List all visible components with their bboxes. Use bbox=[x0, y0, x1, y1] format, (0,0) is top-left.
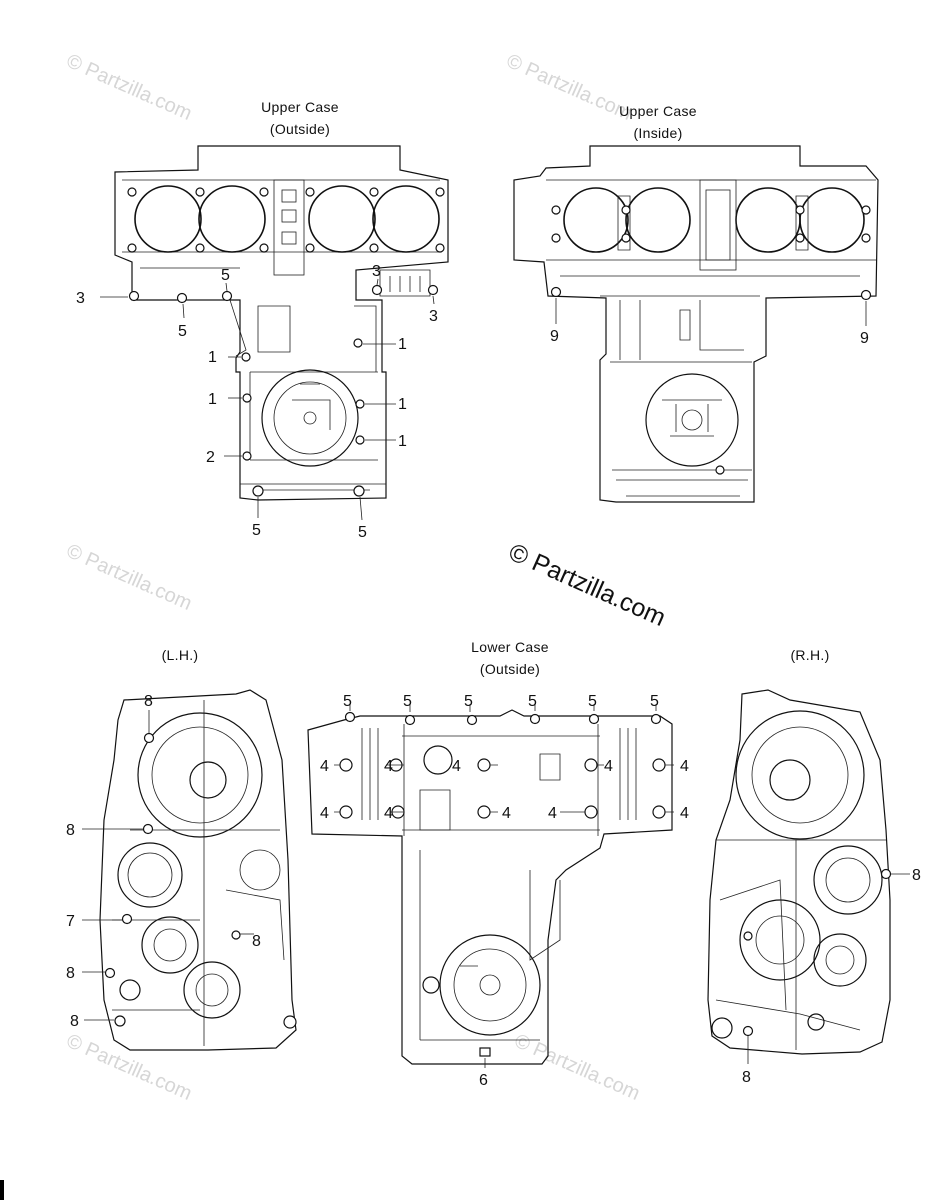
caption-lh: (L.H.) bbox=[130, 644, 230, 666]
callout-4: 4 bbox=[452, 758, 461, 775]
caption-line-2: (Inside) bbox=[633, 125, 683, 141]
caption-line-1: Upper Case bbox=[261, 99, 339, 115]
callout-3: 3 bbox=[429, 308, 438, 325]
callout-3: 3 bbox=[76, 290, 85, 307]
callout-8: 8 bbox=[742, 1069, 751, 1086]
caption-rh: (R.H.) bbox=[760, 644, 860, 666]
callout-5: 5 bbox=[252, 522, 261, 539]
callout-4: 4 bbox=[548, 805, 557, 822]
callout-5: 5 bbox=[464, 693, 473, 710]
callout-8: 8 bbox=[66, 822, 75, 839]
caption-upper-case-inside: Upper Case (Inside) bbox=[588, 100, 728, 144]
callout-4: 4 bbox=[320, 805, 329, 822]
caption-line-1: Lower Case bbox=[471, 639, 549, 655]
callout-1: 1 bbox=[208, 391, 217, 408]
callout-4: 4 bbox=[680, 758, 689, 775]
caption-upper-case-outside: Upper Case (Outside) bbox=[230, 96, 370, 140]
caption-line-2: (Outside) bbox=[479, 661, 541, 677]
callout-5: 5 bbox=[650, 693, 659, 710]
callout-8: 8 bbox=[66, 965, 75, 982]
callout-4: 4 bbox=[384, 758, 393, 775]
caption-line-1: (L.H.) bbox=[161, 647, 199, 663]
caption-line-1: Upper Case bbox=[619, 103, 697, 119]
callout-1: 1 bbox=[398, 433, 407, 450]
caption-line-1: (R.H.) bbox=[790, 647, 830, 663]
callout-2: 2 bbox=[206, 449, 215, 466]
page-edge-mark bbox=[0, 1180, 4, 1200]
callout-8: 8 bbox=[70, 1013, 79, 1030]
lh-case-drawing: 8 8 7 8 8 8 bbox=[66, 689, 297, 1051]
callout-1: 1 bbox=[398, 396, 407, 413]
callout-8: 8 bbox=[144, 693, 153, 710]
callout-9: 9 bbox=[550, 328, 559, 345]
callout-4: 4 bbox=[320, 758, 329, 775]
callout-8: 8 bbox=[912, 867, 921, 884]
callout-7: 7 bbox=[66, 913, 75, 930]
callout-9: 9 bbox=[860, 330, 869, 347]
callout-3: 3 bbox=[372, 263, 381, 280]
upper-case-outside-drawing: 3 5 3 3 5 1 1 1 1 1 2 5 5 bbox=[76, 145, 449, 541]
callout-1: 1 bbox=[208, 349, 217, 366]
callout-5: 5 bbox=[403, 693, 412, 710]
callout-6: 6 bbox=[479, 1072, 488, 1089]
callout-5: 5 bbox=[343, 693, 352, 710]
callout-4: 4 bbox=[680, 805, 689, 822]
upper-case-inside-drawing: 9 9 bbox=[513, 145, 879, 503]
callout-1: 1 bbox=[398, 336, 407, 353]
callout-5: 5 bbox=[528, 693, 537, 710]
callout-5: 5 bbox=[221, 267, 230, 284]
callout-4: 4 bbox=[604, 758, 613, 775]
callout-8: 8 bbox=[252, 933, 261, 950]
lower-case-outside-drawing: 5 5 5 5 5 5 4 4 4 4 4 4 4 4 4 4 4 4 6 bbox=[307, 693, 689, 1089]
caption-lower-case-outside: Lower Case (Outside) bbox=[440, 636, 580, 680]
callout-4: 4 bbox=[502, 805, 511, 822]
callout-4: 4 bbox=[384, 805, 393, 822]
rh-case-drawing: 8 8 bbox=[707, 689, 921, 1086]
callout-5: 5 bbox=[358, 524, 367, 541]
callout-5: 5 bbox=[178, 323, 187, 340]
caption-line-2: (Outside) bbox=[269, 121, 331, 137]
callout-5: 5 bbox=[588, 693, 597, 710]
